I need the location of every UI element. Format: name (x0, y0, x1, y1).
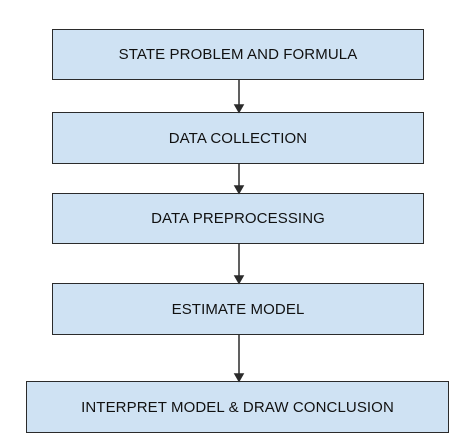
arrow-head-icon (233, 185, 245, 195)
step-label: DATA COLLECTION (168, 129, 308, 147)
step-label: DATA PREPROCESSING (151, 210, 325, 227)
step-box-state-problem: STATE PROBLEM AND FORMULA (52, 29, 424, 80)
step-label: INTERPRET MODEL & DRAW CONCLUSION (81, 398, 394, 416)
step-box-estimate-model: ESTIMATE MODEL (52, 283, 424, 335)
step-box-interpret-model: INTERPRET MODEL & DRAW CONCLUSION (26, 381, 449, 433)
step-label: STATE PROBLEM AND FORMULA (118, 46, 358, 63)
arrow-head-icon (233, 275, 245, 285)
step-box-data-preprocessing: DATA PREPROCESSING (52, 193, 424, 244)
arrow-head-icon (233, 104, 245, 114)
step-label: ESTIMATE MODEL (171, 300, 305, 318)
step-box-data-collection: DATA COLLECTION (52, 112, 424, 164)
arrow-head-icon (233, 373, 245, 383)
